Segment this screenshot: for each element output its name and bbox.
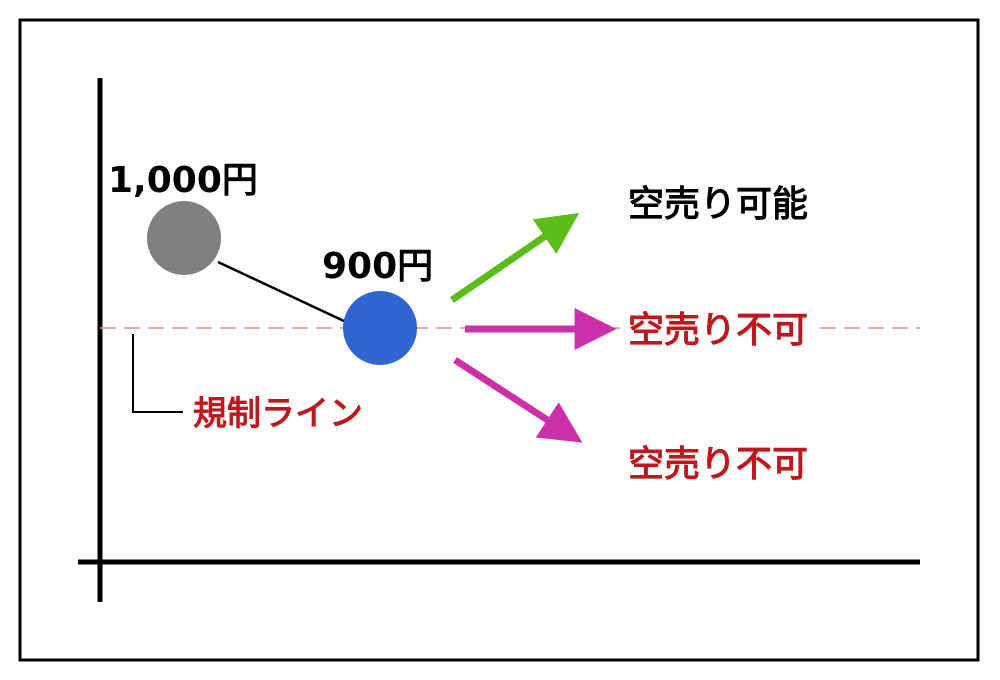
regulation-line-label: 規制ライン <box>193 394 363 434</box>
current-price-point <box>343 291 417 365</box>
previous-price-point <box>147 201 221 275</box>
price-connector <box>217 260 347 324</box>
outer-frame <box>18 18 980 662</box>
outcome-label-mask <box>622 305 812 353</box>
current-price-label: 900円 <box>322 246 433 287</box>
regulation-line-callout <box>132 334 183 413</box>
outcome-label-not-allowed-flat: 空売り不可 <box>628 310 808 351</box>
outcome-label-not-allowed-down: 空売り不可 <box>628 444 808 485</box>
outcome-label-allowed: 空売り可能 <box>628 184 808 225</box>
arrow-down <box>453 357 583 443</box>
arrow-up <box>450 212 580 303</box>
previous-price-label: 1,000円 <box>108 160 258 201</box>
